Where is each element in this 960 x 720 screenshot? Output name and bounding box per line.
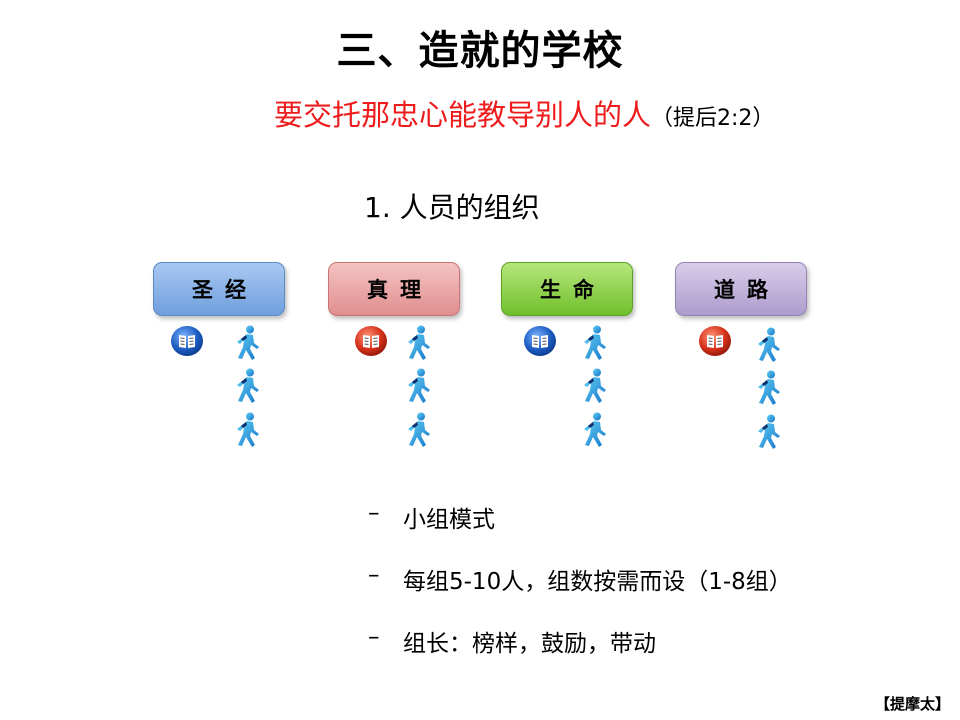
walking-person-icon [754,327,784,363]
walking-person-icon [404,412,434,448]
walking-person-icon [404,325,434,361]
walking-person-icon [754,370,784,406]
book-icon-blue [524,326,556,356]
bullet-dash: – [368,500,380,526]
group-1: 圣经 [153,262,285,352]
book-icon-red [699,326,731,356]
source-label: 【提摩太】 [874,695,950,713]
walking-person-icon [580,325,610,361]
book-icon-red [355,326,387,356]
group-box-3: 生命 [501,262,633,316]
subtitle-main: 要交托那忠心能教导别人的人 [274,98,652,132]
group-box-4: 道路 [675,262,807,316]
walking-person-icon [233,325,263,361]
bullet-text: 组长：榜样，鼓励，带动 [403,631,656,657]
walking-person-icon [580,412,610,448]
bullet-text: 小组模式 [403,507,495,533]
page-title: 三、造就的学校 [336,28,624,74]
group-box-1: 圣经 [153,262,285,316]
group-2: 真理 [328,262,460,352]
bullet-dash: – [368,624,380,650]
walking-person-icon [233,412,263,448]
bullet-text: 每组5-10人，组数按需而设（1-8组） [403,569,792,595]
subtitle-reference: （提后2:2） [651,106,775,131]
walking-person-icon [404,368,434,404]
group-3: 生命 [501,262,633,352]
bullet-dash: – [368,562,380,588]
section-heading: 1. 人员的组织 [364,191,540,224]
group-4: 道路 [675,262,807,352]
walking-person-icon [233,368,263,404]
group-box-2: 真理 [328,262,460,316]
book-icon-blue [171,326,203,356]
walking-person-icon [580,368,610,404]
subtitle: 要交托那忠心能教导别人的人（提后2:2） [274,92,774,134]
walking-person-icon [754,414,784,450]
